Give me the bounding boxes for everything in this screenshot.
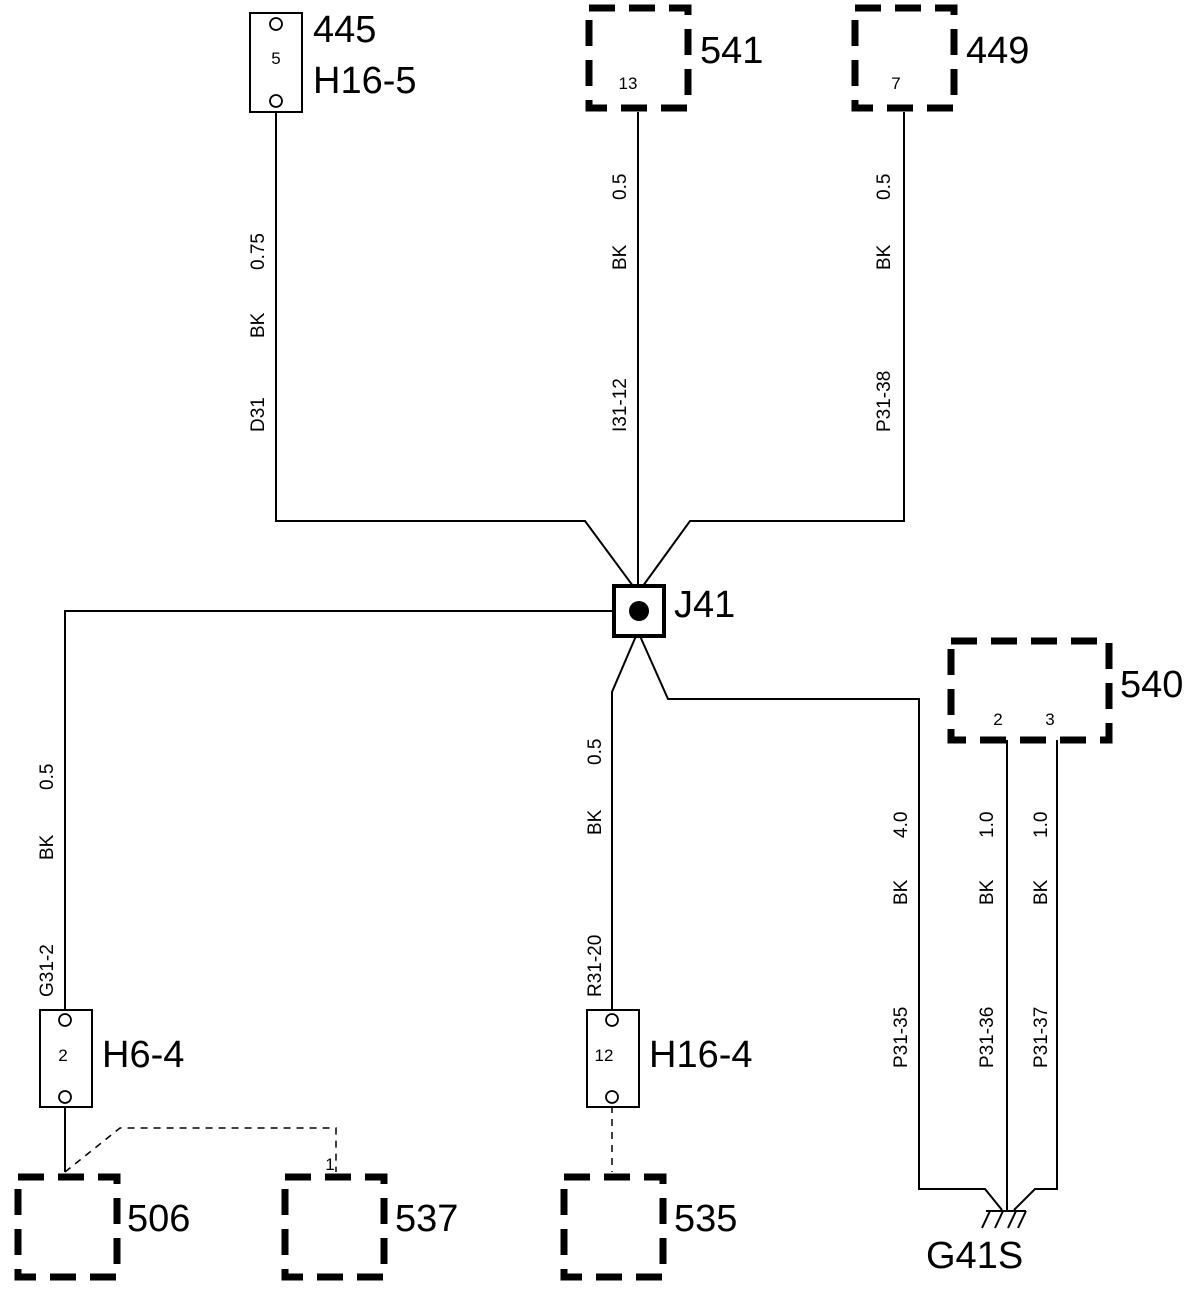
connector-h6-4: [39, 1009, 93, 1108]
component-540-box: [947, 637, 1113, 744]
connector-label-h6-4: H6-4: [102, 1034, 184, 1076]
connector-label-h16-4: H16-4: [649, 1034, 753, 1076]
ground-label-g41s: G41S: [926, 1235, 1023, 1277]
pin-label-541: 13: [619, 74, 638, 93]
component-506-box: [14, 1173, 121, 1281]
connector-h16-5: [249, 12, 303, 113]
wire-color-i31-12: BK: [610, 244, 631, 270]
wire-r31-20: [611, 635, 637, 1012]
wire-size-p31-37: 1.0: [1031, 812, 1052, 838]
component-label-535: 535: [674, 1198, 737, 1240]
wire-size-p31-35: 4.0: [891, 812, 912, 838]
wire-size-d31: 0.75: [248, 233, 269, 270]
wire-g31-2: [64, 610, 615, 1012]
wire-p31-38: [639, 112, 905, 591]
component-537-box: [281, 1173, 388, 1281]
component-label-506: 506: [127, 1198, 190, 1240]
component-label-540: 540: [1120, 664, 1183, 706]
splice-label-j41: J41: [674, 584, 735, 626]
wire-size-p31-38: 0.5: [874, 174, 895, 200]
wire-id-p31-38: P31-38: [874, 371, 895, 432]
pin-label-449: 7: [891, 74, 900, 93]
pin-label-h16-5: 5: [271, 49, 280, 68]
wire-p31-37: [1013, 740, 1058, 1211]
wire-size-g31-2: 0.5: [37, 764, 58, 790]
wire-color-d31: BK: [248, 312, 269, 338]
wire-color-p31-35: BK: [891, 879, 912, 905]
wire-size-i31-12: 0.5: [610, 174, 631, 200]
wire-color-r31-20: BK: [585, 809, 606, 835]
pin-label-540-3: 3: [1045, 710, 1054, 729]
ground-symbol: [981, 1210, 1027, 1229]
component-541-box: [585, 4, 692, 112]
wire-id-p31-35: P31-35: [891, 1007, 912, 1068]
wire-color-p31-38: BK: [874, 244, 895, 270]
component-label-541: 541: [700, 30, 763, 72]
wire-size-p31-36: 1.0: [977, 812, 998, 838]
wire-d31: [275, 112, 637, 591]
wire-dashed-537: [64, 1127, 337, 1173]
wire-id-p31-37: P31-37: [1031, 1007, 1052, 1068]
wire-id-d31: D31: [248, 397, 269, 432]
connector-h16-4: [586, 1009, 640, 1108]
component-label-449: 449: [966, 30, 1029, 72]
component-label-445: 445: [313, 9, 376, 51]
component-535-box: [560, 1173, 667, 1281]
splice-j41: [612, 584, 666, 638]
pin-label-537: 1: [325, 1155, 334, 1174]
wire-id-r31-20: R31-20: [585, 935, 606, 997]
wire-color-p31-36: BK: [977, 879, 998, 905]
wires: [64, 112, 1058, 1211]
component-label-537: 537: [395, 1198, 458, 1240]
component-449-box: [851, 4, 958, 112]
wire-size-r31-20: 0.5: [585, 739, 606, 765]
wire-id-i31-12: I31-12: [610, 378, 631, 432]
wire-id-p31-36: P31-36: [977, 1007, 998, 1068]
pin-label-h6-4: 2: [58, 1046, 67, 1065]
wire-id-g31-2: G31-2: [37, 944, 58, 997]
wire-color-g31-2: BK: [37, 834, 58, 860]
connector-label-h16-5: H16-5: [313, 60, 417, 102]
pin-label-h16-4: 12: [595, 1046, 614, 1065]
wire-color-p31-37: BK: [1031, 879, 1052, 905]
pin-label-540-2: 2: [993, 710, 1002, 729]
wire-p31-35: [639, 635, 1003, 1211]
